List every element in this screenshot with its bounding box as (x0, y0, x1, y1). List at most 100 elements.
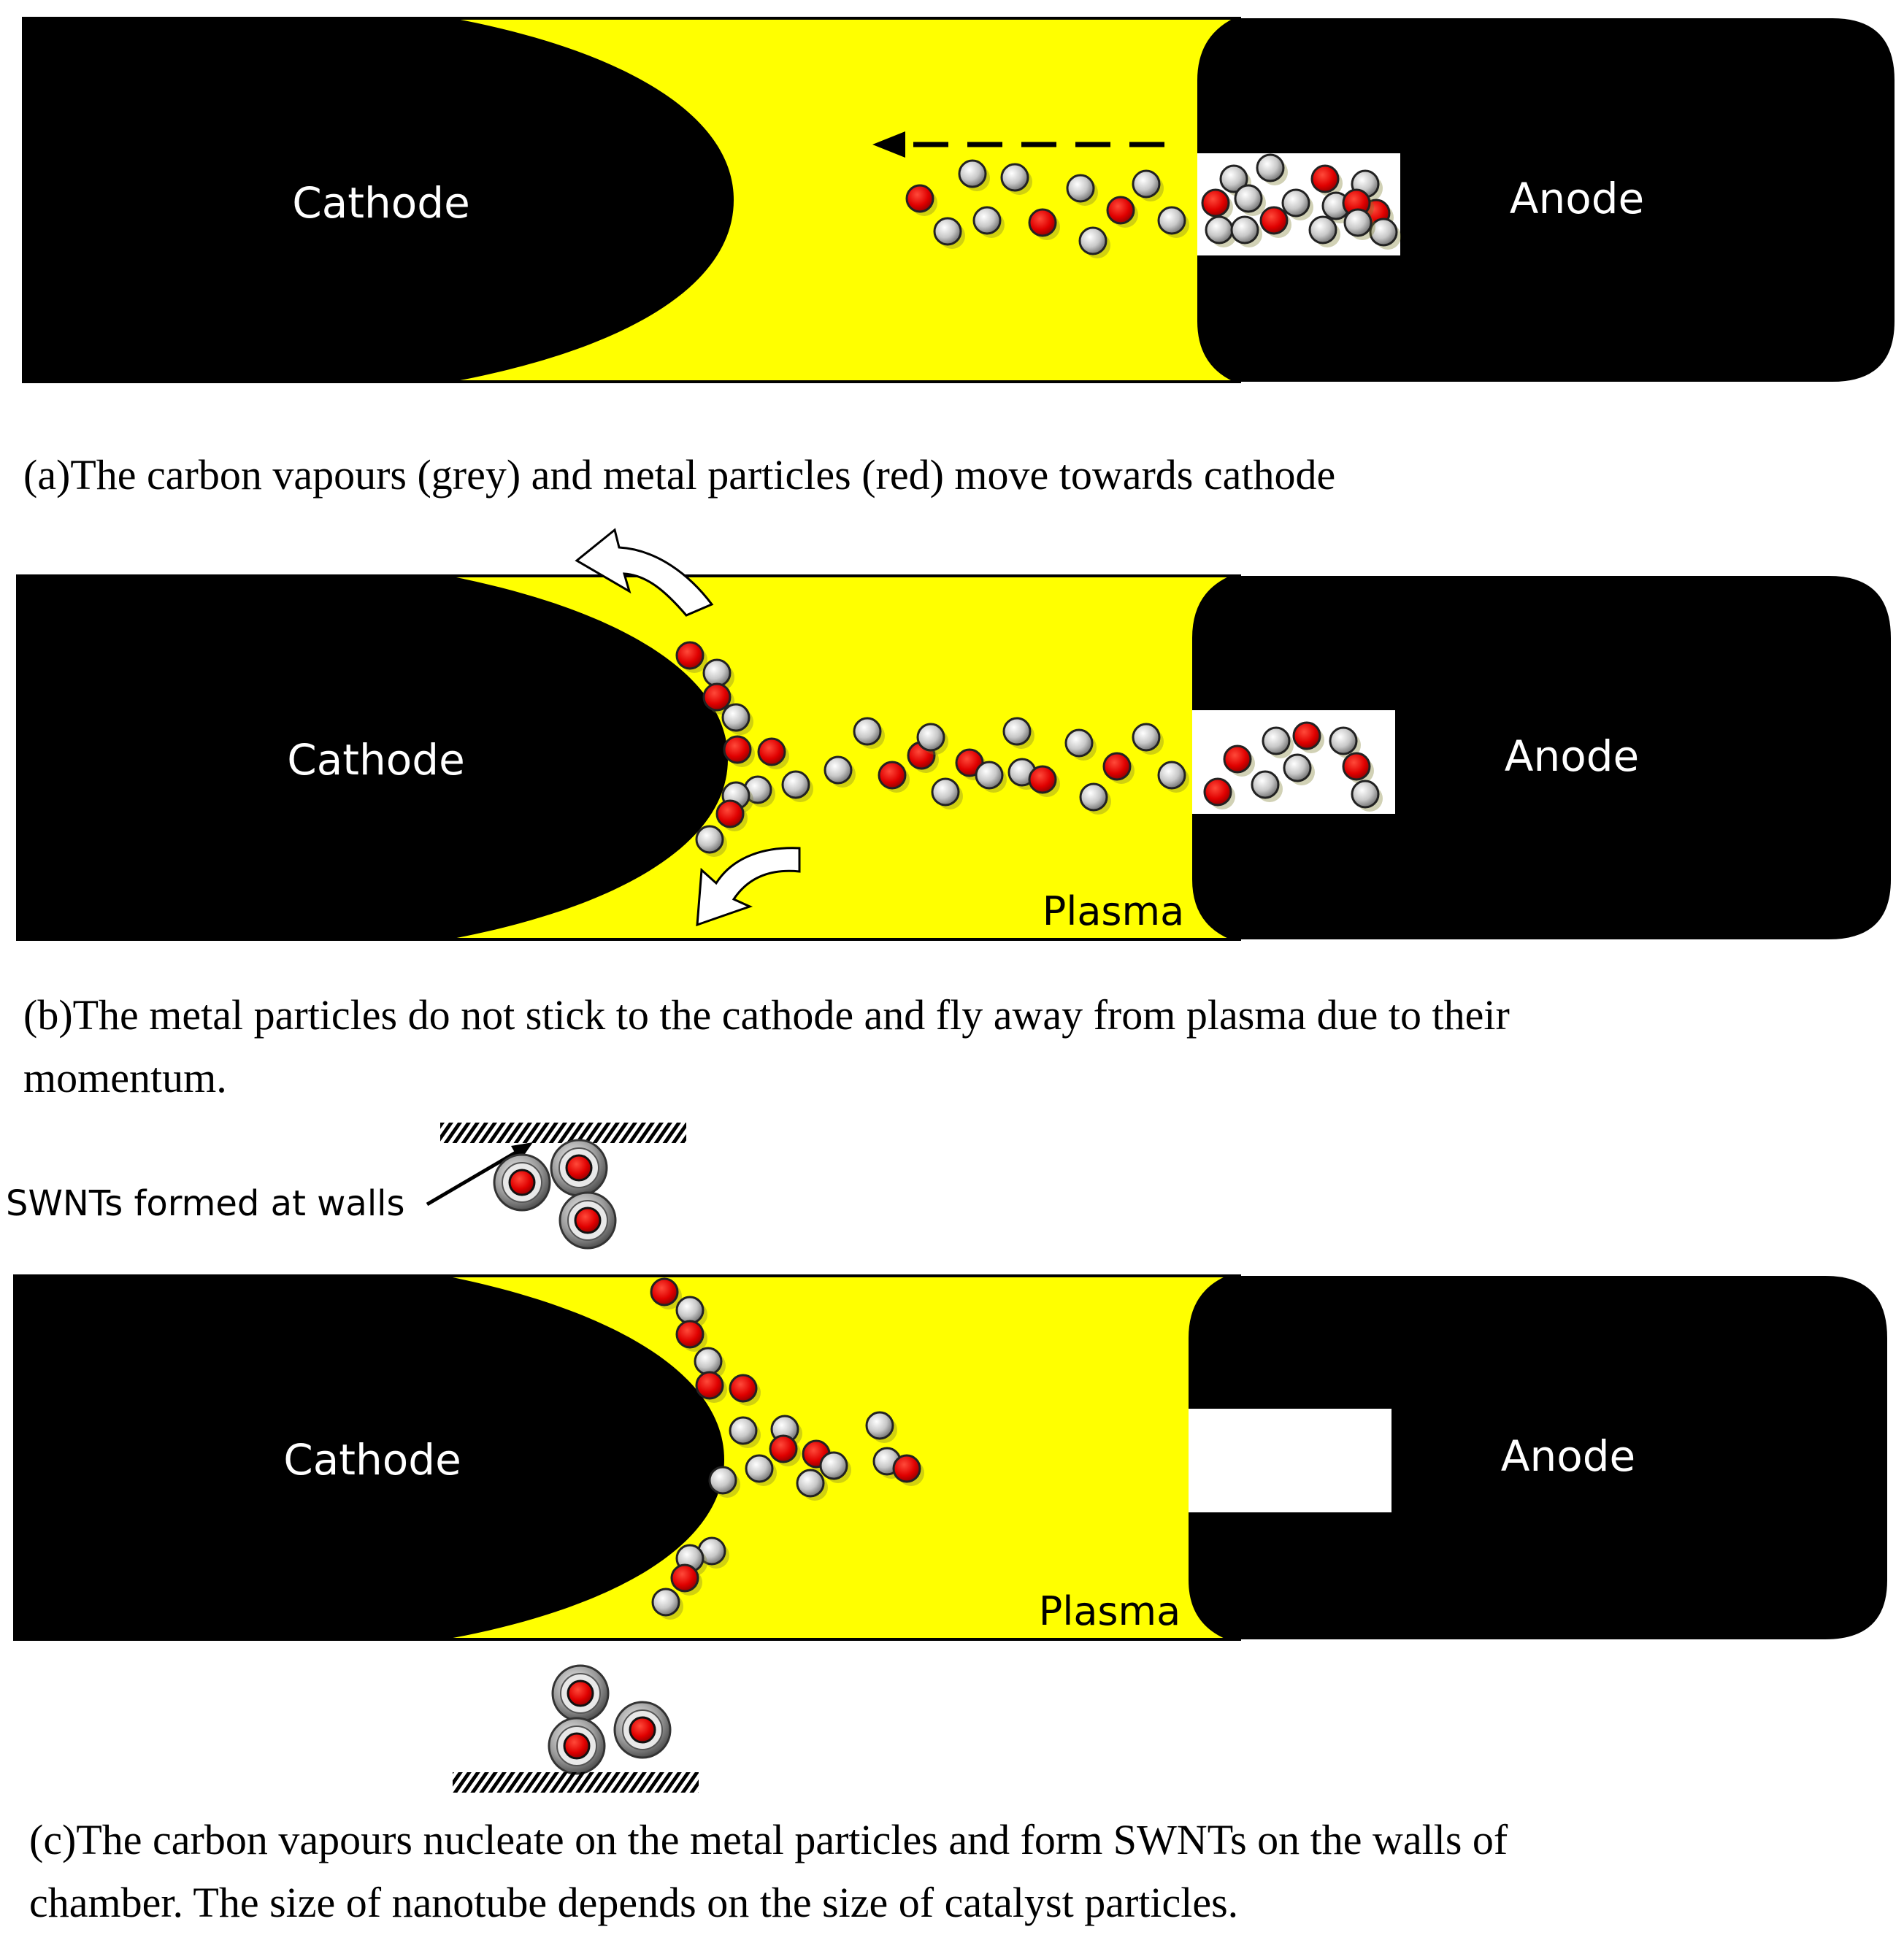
particle-group (675, 641, 1383, 857)
carbon-particle (824, 755, 853, 785)
carbon-particle (1230, 215, 1259, 245)
metal-particle (1102, 752, 1132, 781)
carbon-particle (975, 761, 1004, 790)
anode (1192, 576, 1891, 939)
anode (1197, 18, 1895, 382)
carbon-particle (819, 1451, 848, 1480)
carbon-particle (1157, 761, 1186, 790)
metal-particle (729, 1374, 758, 1403)
particle-group (905, 153, 1401, 258)
anode-cavity (1189, 1409, 1391, 1512)
curved-arrow-icon (575, 528, 714, 617)
metal-particle (1342, 752, 1371, 781)
metal-particle (723, 735, 752, 764)
panel-b: Cathode Anode Plasma (16, 528, 1891, 941)
metal-particle (715, 799, 745, 828)
carbon-particle (1132, 169, 1161, 199)
metal-particle (1259, 206, 1289, 235)
metal-particle (1028, 208, 1057, 237)
carbon-particle (1064, 728, 1094, 758)
carbon-particle (702, 658, 732, 688)
carbon-particle (1079, 782, 1108, 812)
particle-group (650, 1277, 924, 1620)
cathode-label: Cathode (283, 1435, 461, 1485)
carbon-particle (1000, 163, 1029, 192)
carbon-particle (729, 1416, 758, 1445)
caption-a: (a)The carbon vapours (grey) and metal p… (23, 451, 1335, 499)
swnt-wall-label: SWNTs formed at walls (6, 1183, 405, 1224)
cathode-label: Cathode (292, 178, 470, 228)
swnt-particle-icon (558, 1191, 617, 1250)
caption-c-line1: (c)The carbon vapours nucleate on the me… (29, 1816, 1508, 1863)
carbon-particle (933, 217, 962, 246)
curved-arrow-icon (696, 847, 801, 927)
wall-annotation-bottom (453, 1664, 699, 1793)
caption-b-line1: (b)The metal particles do not stick to t… (23, 991, 1510, 1039)
hatched-wall-icon (440, 1123, 686, 1143)
metal-particle (702, 682, 732, 712)
carbon-particle (1262, 726, 1291, 755)
swnt-particle-icon (550, 1139, 608, 1197)
swnt-particle-icon (551, 1664, 610, 1723)
metal-particle (670, 1563, 699, 1593)
carbon-particle (972, 206, 1002, 235)
carbon-particle (1219, 164, 1248, 193)
carbon-particle (708, 1466, 737, 1495)
metal-particle (1310, 164, 1340, 193)
carbon-particle (745, 1454, 774, 1483)
carbon-particle (1308, 215, 1337, 245)
cathode (13, 1276, 724, 1639)
panel-c: Cathode Anode Plasma (13, 1274, 1887, 1641)
metal-particle (769, 1434, 798, 1463)
plasma-label: Plasma (1039, 1588, 1181, 1634)
carbon-particle (1281, 188, 1310, 218)
wall-annotation-top: SWNTs formed at walls (6, 1123, 686, 1250)
panel-a: Cathode Anode (22, 17, 1895, 383)
hatched-wall-icon (453, 1772, 699, 1793)
carbon-particle (1132, 723, 1161, 752)
cathode-label: Cathode (287, 735, 465, 785)
carbon-particle (694, 1347, 723, 1376)
carbon-particle (651, 1588, 680, 1617)
carbon-particle (675, 1296, 705, 1325)
carbon-particle (1369, 218, 1398, 247)
metal-particle (1106, 196, 1135, 225)
metal-particle (650, 1277, 679, 1307)
cathode (22, 18, 734, 382)
carbon-particle (1256, 153, 1285, 182)
anode (1189, 1276, 1887, 1639)
carbon-particle (721, 703, 751, 732)
metal-particle (905, 184, 934, 213)
carbon-particle (1157, 206, 1186, 235)
carbon-particle (865, 1411, 894, 1440)
caption-b-line2: momentum. (23, 1054, 227, 1101)
metal-particle (675, 641, 705, 670)
metal-particle (878, 761, 907, 790)
carbon-particle (1066, 174, 1095, 203)
swnt-particle-icon (613, 1701, 672, 1759)
carbon-particle (1343, 208, 1373, 237)
caption-c-line2: chamber. The size of nanotube depends on… (29, 1879, 1238, 1926)
carbon-particle (1234, 184, 1263, 213)
metal-particle (757, 737, 786, 766)
carbon-particle (781, 770, 810, 799)
cathode (16, 576, 728, 939)
carbon-particle (958, 159, 987, 188)
dashed-left-arrow-icon (872, 131, 1164, 158)
metal-particle (1201, 188, 1230, 218)
metal-particle (1028, 765, 1057, 794)
swnt-particle-icon (493, 1153, 551, 1212)
metal-particle (892, 1454, 921, 1483)
carbon-particle (1283, 753, 1312, 782)
carbon-particle (1205, 215, 1234, 245)
carbon-particle (1251, 770, 1280, 799)
anode-label: Anode (1510, 174, 1644, 223)
plasma-label: Plasma (1043, 888, 1184, 934)
carbon-particle (1002, 717, 1032, 746)
metal-particle (1292, 721, 1321, 750)
annotation-arrow (426, 1142, 533, 1207)
metal-particle (695, 1371, 724, 1400)
carbon-particle (796, 1469, 825, 1498)
carbon-particle (1329, 726, 1358, 755)
